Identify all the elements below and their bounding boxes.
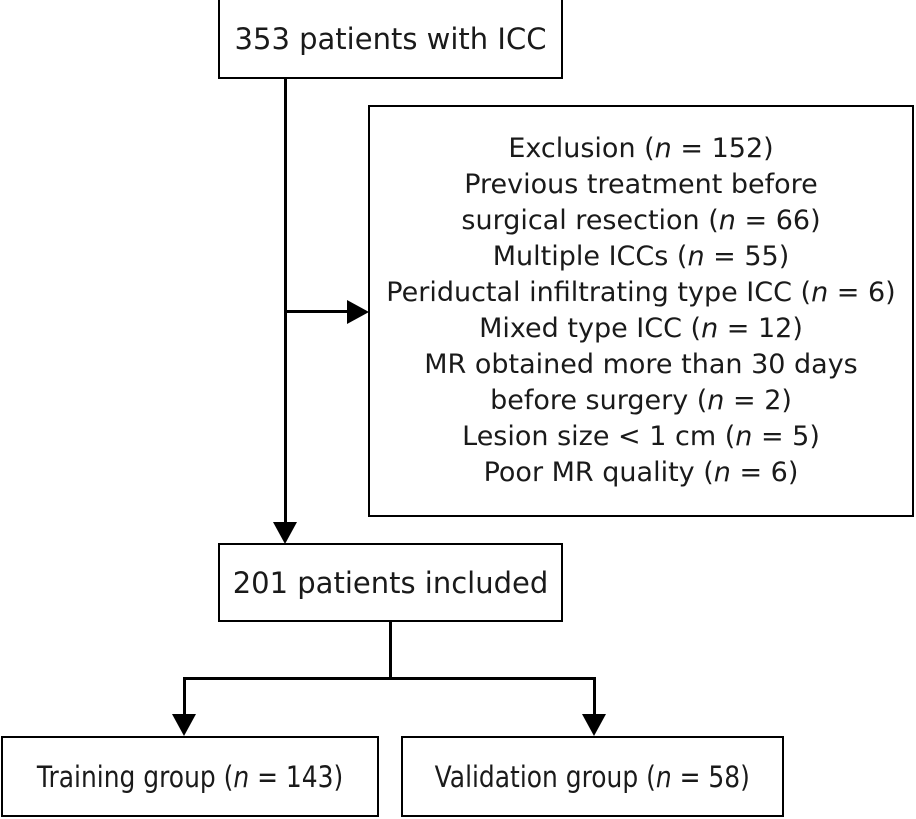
- exclusion-line-text: Mixed type ICC (: [479, 313, 702, 344]
- connector-trunk-vertical: [284, 79, 287, 532]
- connector-split-right-drop: [593, 677, 596, 717]
- exclusion-line: Mixed type ICC (n = 12): [372, 311, 910, 347]
- exclusion-line-variable: n: [718, 205, 736, 236]
- exclusion-line: Multiple ICCs (n = 55): [372, 239, 910, 275]
- exclusion-line: Exclusion (n = 152): [372, 131, 910, 167]
- node-included-patients-label: 201 patients included: [232, 565, 549, 600]
- node-included-patients: 201 patients included: [218, 543, 563, 622]
- exclusion-line-variable: n: [707, 385, 725, 416]
- exclusion-line-variable: n: [713, 457, 731, 488]
- exclusion-criteria-list: Exclusion (n = 152)Previous treatment be…: [372, 131, 910, 491]
- exclusion-line-variable: n: [735, 421, 753, 452]
- exclusion-line-variable: n: [687, 241, 705, 272]
- exclusion-line-text: Poor MR quality (: [483, 457, 714, 488]
- node-validation-group-label: Validation group (n = 58): [435, 760, 750, 794]
- exclusion-line-text: MR obtained more than 30 days: [424, 349, 858, 380]
- exclusion-line-variable: n: [701, 313, 719, 344]
- node-training-group-prefix: Training group (: [36, 759, 234, 794]
- exclusion-line-text: Periductal infiltrating type ICC (: [386, 277, 812, 308]
- exclusion-line-text: Previous treatment before: [464, 169, 818, 200]
- exclusion-line-count: = 12): [718, 313, 803, 344]
- connector-split-crossbar: [183, 677, 596, 680]
- node-exclusion-criteria: Exclusion (n = 152)Previous treatment be…: [368, 105, 914, 517]
- exclusion-line-text: Lesion size < 1 cm (: [462, 421, 736, 452]
- exclusion-line-count: = 6): [730, 457, 799, 488]
- node-training-group-variable: n: [233, 759, 250, 794]
- node-total-patients: 353 patients with ICC: [218, 0, 563, 79]
- exclusion-line-count: = 66): [735, 205, 821, 236]
- exclusion-line-variable: n: [811, 277, 829, 308]
- node-validation-group-variable: n: [656, 759, 672, 794]
- exclusion-line: surgical resection (n = 66): [372, 203, 910, 239]
- node-validation-group-suffix: = 58): [671, 759, 751, 794]
- exclusion-line-text: surgical resection (: [461, 205, 719, 236]
- connector-included-arrowhead: [273, 522, 297, 544]
- connector-split-left-drop: [183, 677, 186, 717]
- node-total-patients-label: 353 patients with ICC: [234, 21, 547, 56]
- connector-split-stem: [389, 621, 392, 679]
- exclusion-line: Previous treatment before: [372, 167, 910, 203]
- exclusion-line: Poor MR quality (n = 6): [372, 455, 910, 491]
- exclusion-line-text: Multiple ICCs (: [492, 241, 688, 272]
- exclusion-line: Lesion size < 1 cm (n = 5): [372, 419, 910, 455]
- exclusion-line: MR obtained more than 30 days: [372, 347, 910, 383]
- node-validation-group-prefix: Validation group (: [434, 759, 657, 794]
- exclusion-line-variable: n: [654, 133, 672, 164]
- exclusion-line-count: = 152): [671, 133, 774, 164]
- connector-exclusion-arrowhead: [347, 300, 369, 324]
- exclusion-line-count: = 55): [704, 241, 790, 272]
- node-training-group-suffix: = 143): [249, 759, 344, 794]
- exclusion-line-text: before surgery (: [490, 385, 708, 416]
- connector-validation-arrowhead: [582, 714, 606, 736]
- exclusion-line-text: Exclusion (: [508, 133, 655, 164]
- connector-exclusion-horizontal: [284, 310, 350, 313]
- exclusion-line: before surgery (n = 2): [372, 383, 910, 419]
- node-validation-group: Validation group (n = 58): [401, 736, 784, 817]
- node-training-group-label: Training group (n = 143): [37, 760, 343, 794]
- connector-training-arrowhead: [172, 714, 196, 736]
- exclusion-line-count: = 6): [828, 277, 896, 308]
- exclusion-line-count: = 5): [752, 421, 820, 452]
- exclusion-line: Periductal infiltrating type ICC (n = 6): [372, 275, 910, 311]
- node-training-group: Training group (n = 143): [1, 736, 379, 817]
- exclusion-line-count: = 2): [724, 385, 792, 416]
